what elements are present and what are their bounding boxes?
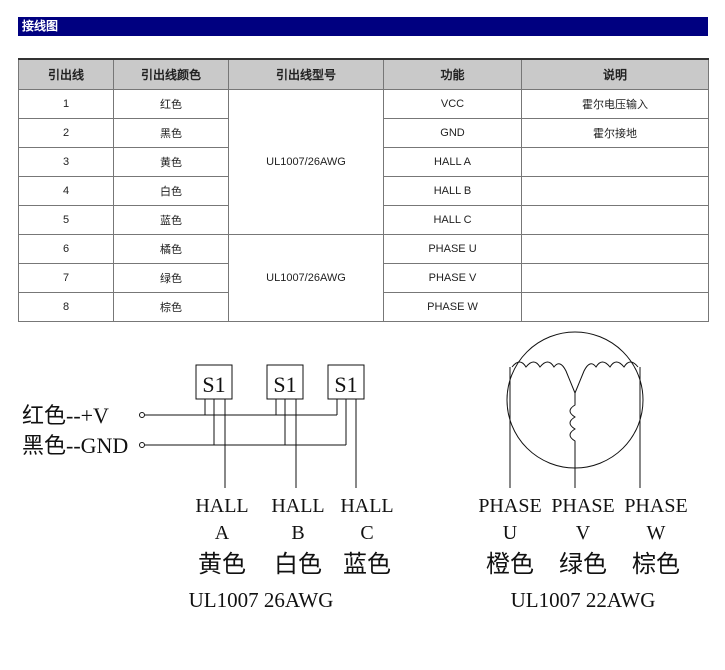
table-row: 8 棕色 PHASE W bbox=[18, 292, 709, 322]
header-lead-color: 引出线颜色 bbox=[113, 58, 229, 90]
hall-a-letter: A bbox=[215, 522, 230, 544]
phase-w-color: 棕色 bbox=[632, 551, 680, 578]
header-lead: 引出线 bbox=[18, 58, 114, 90]
lead-note bbox=[521, 234, 709, 264]
hall-b-color: 白色 bbox=[274, 551, 322, 578]
lead-function: HALL B bbox=[383, 176, 522, 206]
hall-c-name: HALL bbox=[340, 495, 393, 517]
section-title: 接线图 bbox=[18, 17, 708, 36]
vcc-terminal bbox=[139, 412, 145, 418]
lead-function: HALL A bbox=[383, 147, 522, 177]
phase-w-name: PHASE bbox=[624, 495, 687, 517]
phase-v-name: PHASE bbox=[551, 495, 614, 517]
lead-color: 黄色 bbox=[113, 147, 229, 177]
lead-color: 绿色 bbox=[113, 263, 229, 293]
hall-sensor-c-label: S1 bbox=[334, 372, 357, 397]
table-row: 1 红色 UL1007/26AWG VCC 霍尔电压输入 bbox=[18, 89, 709, 235]
lead-number: 4 bbox=[18, 176, 114, 206]
gnd-terminal bbox=[139, 442, 145, 448]
lead-color: 橘色 bbox=[113, 234, 229, 264]
wiring-diagram: S1 S1 S1 红色--+V 黑色--GND HALL HALL HALL A… bbox=[22, 331, 688, 612]
hall-a-color: 黄色 bbox=[198, 551, 246, 578]
hall-sensor-a-label: S1 bbox=[202, 372, 225, 397]
lead-color: 白色 bbox=[113, 176, 229, 206]
lead-number: 3 bbox=[18, 147, 114, 177]
lead-number: 2 bbox=[18, 118, 114, 148]
coil-v-icon bbox=[569, 393, 576, 447]
lead-note bbox=[521, 176, 709, 206]
phase-v-letter: V bbox=[576, 522, 591, 544]
lead-color: 红色 bbox=[113, 89, 229, 119]
phase-u-letter: U bbox=[503, 522, 518, 544]
lead-note bbox=[521, 147, 709, 177]
lead-model-group-1: UL1007/26AWG bbox=[228, 89, 384, 235]
hall-a-name: HALL bbox=[195, 495, 248, 517]
coil-u-icon bbox=[511, 361, 576, 394]
phase-u-name: PHASE bbox=[478, 495, 541, 517]
coil-w-icon bbox=[574, 361, 639, 394]
lead-model-group-2: UL1007/26AWG bbox=[228, 234, 384, 322]
phase-w-letter: W bbox=[647, 522, 666, 544]
lead-color: 蓝色 bbox=[113, 205, 229, 235]
lead-color: 棕色 bbox=[113, 292, 229, 322]
lead-note bbox=[521, 263, 709, 293]
lead-number: 5 bbox=[18, 205, 114, 235]
lead-number: 8 bbox=[18, 292, 114, 322]
header-lead-model: 引出线型号 bbox=[228, 58, 384, 90]
lead-number: 6 bbox=[18, 234, 114, 264]
table-row: 4 白色 HALL B bbox=[18, 176, 709, 206]
phase-u-color: 橙色 bbox=[486, 551, 534, 578]
wiring-table: 引出线 引出线颜色 引出线型号 功能 说明 1 红色 UL1007/26AWG … bbox=[18, 58, 709, 322]
lead-note: 霍尔电压输入 bbox=[521, 89, 709, 119]
hall-b-name: HALL bbox=[271, 495, 324, 517]
lead-number: 7 bbox=[18, 263, 114, 293]
phase-cable-spec: UL1007 22AWG bbox=[511, 588, 656, 612]
lead-color: 黑色 bbox=[113, 118, 229, 148]
lead-function: PHASE V bbox=[383, 263, 522, 293]
hall-sensor-b-label: S1 bbox=[273, 372, 296, 397]
table-header-row: 引出线 引出线颜色 引出线型号 功能 说明 bbox=[18, 58, 709, 90]
table-row: 6 橘色 UL1007/26AWG PHASE U bbox=[18, 234, 709, 322]
table-row: 3 黄色 HALL A bbox=[18, 147, 709, 177]
lead-note bbox=[521, 292, 709, 322]
hall-cable-spec: UL1007 26AWG bbox=[189, 588, 334, 612]
lead-function: PHASE W bbox=[383, 292, 522, 322]
lead-function: PHASE U bbox=[383, 234, 522, 264]
lead-function: GND bbox=[383, 118, 522, 148]
gnd-label: 黑色--GND bbox=[22, 433, 128, 458]
lead-note bbox=[521, 205, 709, 235]
lead-number: 1 bbox=[18, 89, 114, 119]
phase-v-color: 绿色 bbox=[559, 551, 607, 578]
lead-function: HALL C bbox=[383, 205, 522, 235]
hall-c-color: 蓝色 bbox=[343, 551, 391, 578]
table-row: 5 蓝色 HALL C bbox=[18, 205, 709, 235]
header-note: 说明 bbox=[521, 58, 709, 90]
header-function: 功能 bbox=[383, 58, 522, 90]
vcc-label: 红色--+V bbox=[22, 403, 109, 428]
hall-c-letter: C bbox=[360, 522, 373, 544]
lead-function: VCC bbox=[383, 89, 522, 119]
lead-note: 霍尔接地 bbox=[521, 118, 709, 148]
hall-b-letter: B bbox=[291, 522, 304, 544]
